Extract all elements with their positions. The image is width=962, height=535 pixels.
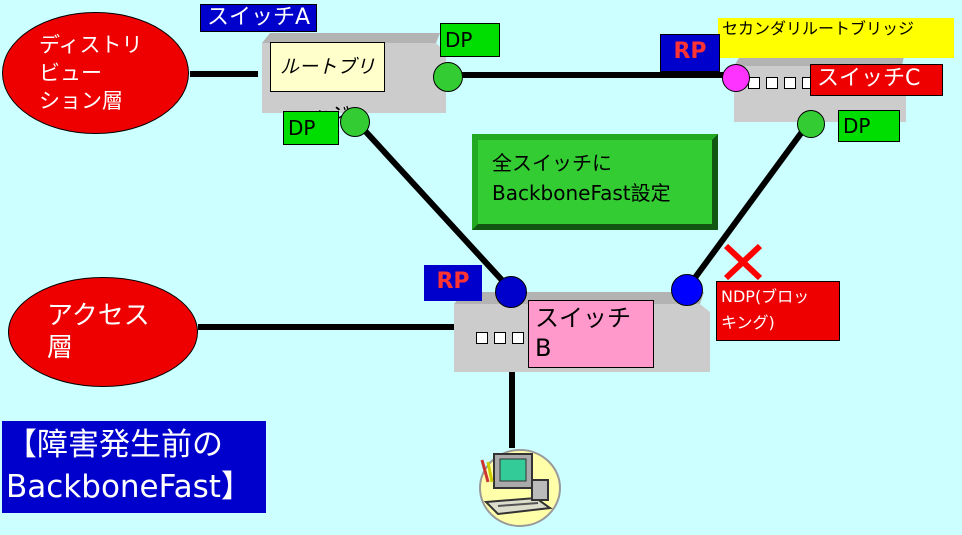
ndp-blocking-label: NDP(ブロッ キング) [716,281,840,341]
switch-a-designated-port-to-c[interactable] [433,62,463,92]
switch-b-name: スイッチ B [528,300,654,368]
switch-c-designated-port[interactable] [797,110,825,138]
switch-a-name: スイッチA [200,4,318,32]
distribution-layer: ディストリ ビュー ション層 [2,12,189,134]
backbonefast-config-note: 全スイッチに BackboneFast設定 [472,134,718,230]
root-bridge-label: ルートブリッジ [270,42,385,126]
secondary-root-bridge-label: セカンダリルートブリッジ [718,18,954,58]
switch-a-upper-dp-label: DP [440,23,500,57]
config-note-text: 全スイッチに BackboneFast設定 [492,151,671,205]
switch-c-dp-label: DP [838,110,900,142]
access-layer: アクセス 層 [8,277,198,387]
blocked-x-icon [723,243,763,281]
link-switch-c-switch-b [683,119,813,292]
switch-c-rp-label: RP [660,34,720,72]
switch-b-rp-label: RP [424,265,482,301]
switch-a-designated-port-to-b[interactable] [340,107,370,137]
switch-c-name: スイッチC [810,64,943,96]
access-layer-label: アクセス 層 [47,301,150,363]
switch-b-blocked-port[interactable] [671,274,703,306]
diagram-caption: 【障害発生前の BackboneFast】 [2,421,266,513]
switch-c-root-port[interactable] [722,64,750,92]
switch-b-port-panel [476,332,524,344]
host-computer-icon[interactable] [478,442,562,530]
distribution-layer-label: ディストリ ビュー ション層 [39,33,143,113]
switch-a-lower-dp-label: DP [283,111,339,145]
link-switch-a-switch-b [353,118,514,293]
switch-b-root-port[interactable] [495,276,527,308]
